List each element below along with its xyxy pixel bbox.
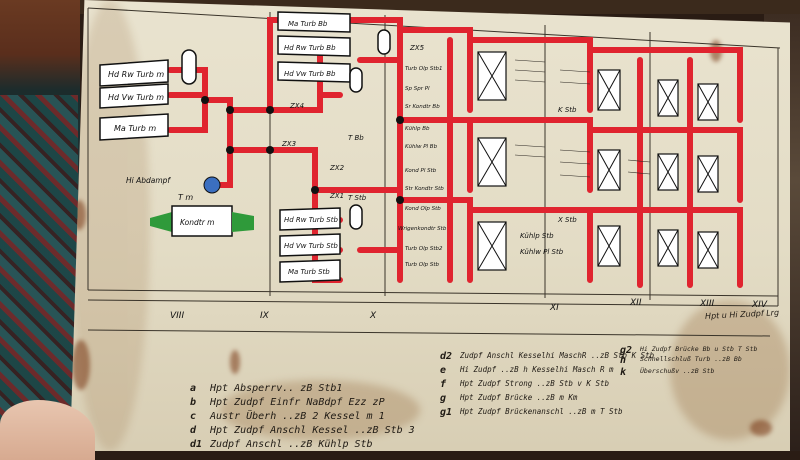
svg-text:XIV: XIV bbox=[751, 300, 768, 310]
separator-vessels bbox=[181, 29, 391, 230]
svg-text:Hd Vw Turb m: Hd Vw Turb m bbox=[108, 93, 164, 102]
exchanger-units bbox=[477, 51, 719, 271]
turbine-label-hdvw-bb: Hd Vw Turb Bb bbox=[284, 70, 336, 78]
turbine-boxes-center-top: Ma Turb Bb Hd Rw Turb Bb Hd Vw Turb Bb bbox=[277, 11, 351, 83]
svg-text:ZX5: ZX5 bbox=[409, 44, 425, 52]
svg-text:Kühlp Bb: Kühlp Bb bbox=[405, 126, 430, 132]
turbine-label-hdrw-stb: Hd Rw Turb Stb bbox=[284, 216, 338, 224]
svg-text:VIII: VIII bbox=[170, 311, 184, 321]
junction-tags: ZX4 ZX3 ZX2 ZX1 ZX5 bbox=[281, 44, 425, 200]
svg-text:Kühlw Pl Bb: Kühlw Pl Bb bbox=[405, 144, 438, 150]
turbine-label-ma-bb: Ma Turb Bb bbox=[288, 20, 328, 28]
svg-text:XI: XI bbox=[549, 303, 559, 313]
svg-text:Wrigenkondtr Stb: Wrigenkondtr Stb bbox=[398, 226, 447, 232]
svg-text:Turb Olp Stb2: Turb Olp Stb2 bbox=[405, 246, 443, 252]
label-tm: T m bbox=[178, 193, 193, 202]
svg-text:X Stb: X Stb bbox=[557, 216, 577, 224]
svg-text:ZX1: ZX1 bbox=[329, 192, 344, 200]
turbine-boxes-left: Hd Rw Turb m Hd Vw Turb m Ma Turb m bbox=[99, 59, 169, 141]
label-abdampf: Hi Abdampf bbox=[126, 176, 171, 185]
junction-nodes bbox=[201, 96, 404, 204]
svg-text:Turb Olp Stb1: Turb Olp Stb1 bbox=[405, 66, 443, 72]
steam-pump-icon bbox=[203, 176, 221, 194]
turbine-boxes-center-bottom: Hd Rw Turb Stb Hd Vw Turb Stb Ma Turb St… bbox=[279, 207, 341, 283]
svg-text:ZX2: ZX2 bbox=[329, 164, 345, 172]
roman-numerals: VIII IX X XI XII XIII XIV bbox=[170, 298, 768, 321]
section-labels: T Bb T Stb X Stb K Stb Kühlp Stb Kühlw P… bbox=[348, 106, 577, 256]
svg-text:XII: XII bbox=[629, 298, 642, 308]
svg-text:K Stb: K Stb bbox=[558, 106, 577, 114]
column-labels: Turb Olp Stb1 Sp Spr Pl Sr Kondtr Bb Küh… bbox=[398, 66, 447, 268]
label-texture bbox=[514, 59, 651, 178]
svg-text:X: X bbox=[369, 311, 377, 321]
turbine-box-2: Hd Vw Turb m bbox=[99, 83, 169, 109]
label-kondensator: Kondtr m bbox=[180, 218, 214, 227]
svg-text:XIII: XIII bbox=[699, 299, 714, 309]
svg-text:T Bb: T Bb bbox=[348, 134, 364, 142]
svg-text:Kond Olp Stb: Kond Olp Stb bbox=[405, 206, 441, 212]
svg-text:Hd Rw Turb m: Hd Rw Turb m bbox=[108, 70, 164, 79]
svg-text:Kühlp Stb: Kühlp Stb bbox=[520, 232, 554, 240]
svg-text:Kond Pl Stb: Kond Pl Stb bbox=[405, 168, 437, 174]
svg-text:Kühlw Pl Stb: Kühlw Pl Stb bbox=[520, 248, 564, 256]
svg-text:Ma Turb m: Ma Turb m bbox=[114, 124, 156, 133]
svg-text:T Stb: T Stb bbox=[348, 194, 367, 202]
svg-text:Turb Olp Stb: Turb Olp Stb bbox=[405, 262, 440, 268]
svg-text:ZX3: ZX3 bbox=[281, 140, 296, 148]
svg-text:ZX4: ZX4 bbox=[289, 102, 304, 110]
svg-text:Sr Kondtr Bb: Sr Kondtr Bb bbox=[405, 104, 440, 110]
svg-text:Str Kondtr Stb: Str Kondtr Stb bbox=[405, 186, 444, 192]
turbine-label-hdvw-stb: Hd Vw Turb Stb bbox=[284, 242, 338, 250]
turbine-label-ma-stb: Ma Turb Stb bbox=[288, 268, 330, 276]
svg-text:Sp Spr Pl: Sp Spr Pl bbox=[405, 86, 430, 92]
condenser: Kondtr m bbox=[150, 205, 254, 237]
turbine-box-1: Hd Rw Turb m bbox=[99, 59, 169, 87]
svg-text:IX: IX bbox=[260, 311, 270, 321]
turbine-label-hdrw-bb: Hd Rw Turb Bb bbox=[284, 44, 336, 52]
turbine-box-3: Ma Turb m bbox=[99, 113, 169, 141]
steam-pipes bbox=[167, 17, 743, 288]
patterned-carpet bbox=[0, 95, 78, 425]
